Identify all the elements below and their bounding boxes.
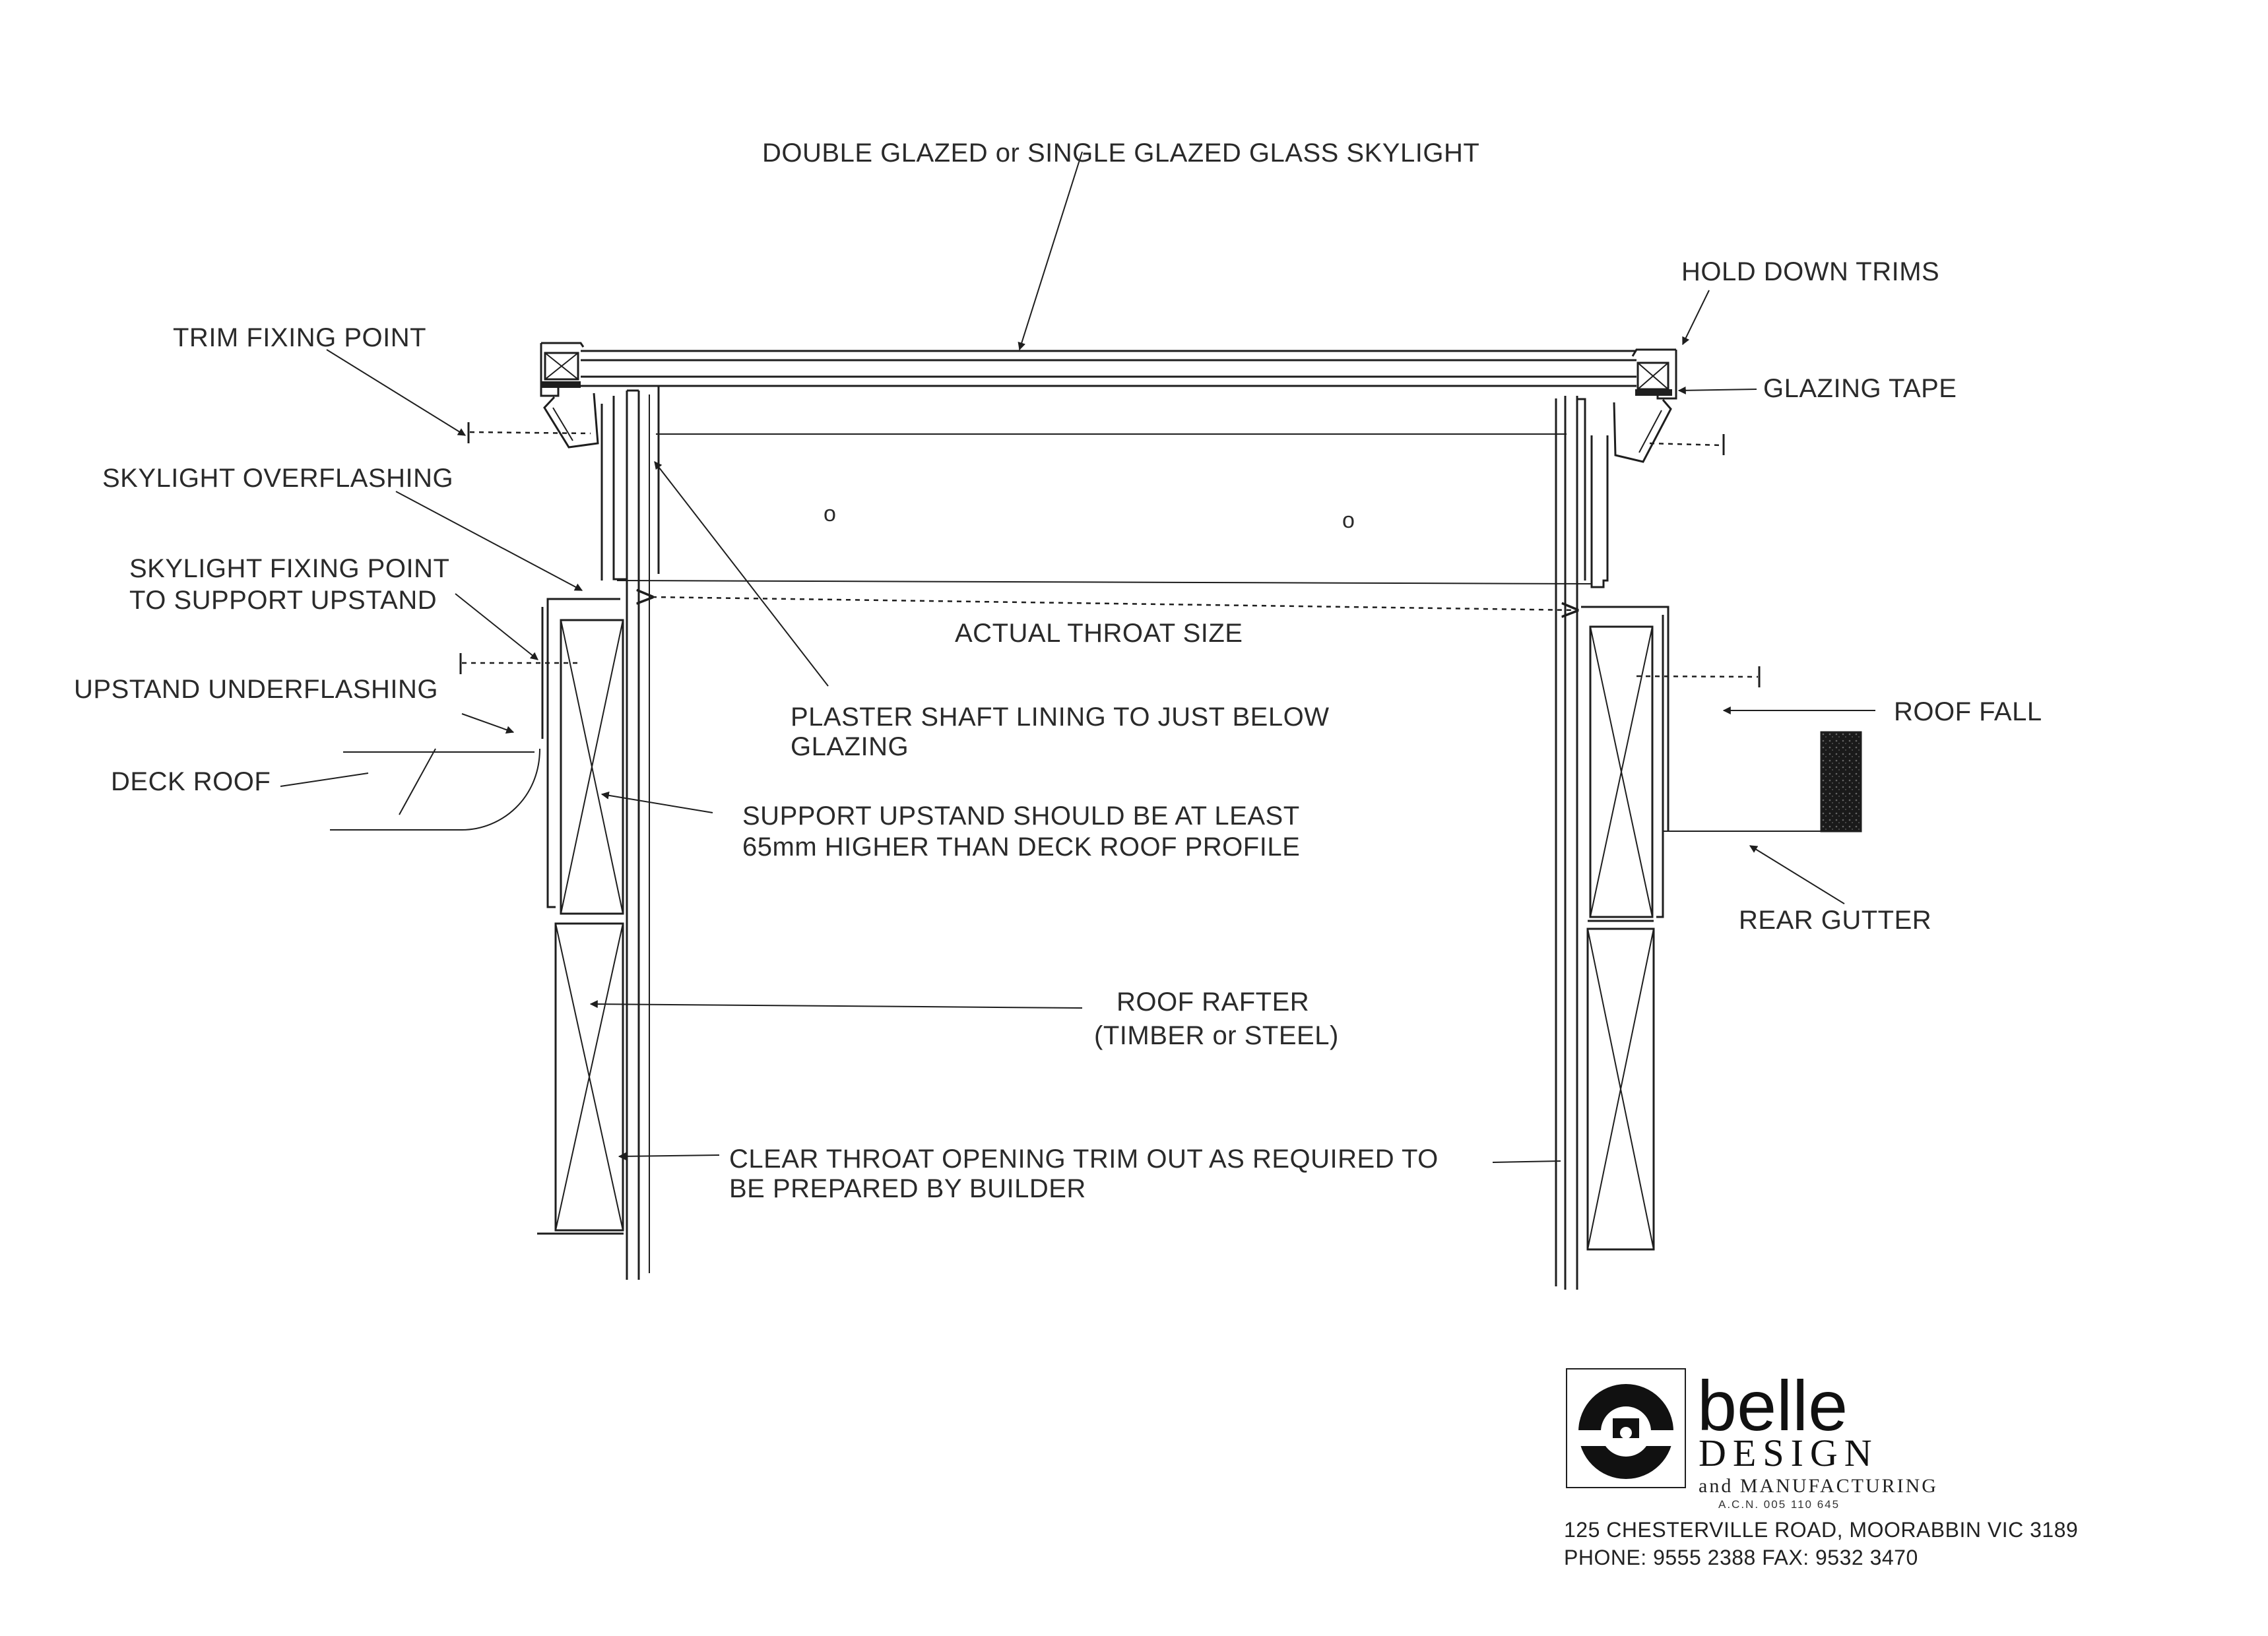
label-rear-gutter: REAR GUTTER <box>1739 906 1931 935</box>
upstand-fixing-marker-right <box>1636 666 1761 687</box>
label-deck-roof: DECK ROOF <box>111 767 271 796</box>
label-roof-fall: ROOF FALL <box>1894 697 2042 726</box>
logo-emblem <box>1576 1384 1676 1479</box>
logo-belle: belle <box>1697 1366 1848 1445</box>
right-upstand <box>1555 396 1821 1290</box>
label-support-upstand-2: 65mm HIGHER THAN DECK ROOF PROFILE <box>742 833 1300 862</box>
label-hold-down-trims: HOLD DOWN TRIMS <box>1681 257 1939 286</box>
label-clear-throat-1: CLEAR THROAT OPENING TRIM OUT AS REQUIRE… <box>729 1145 1439 1174</box>
label-trim-fixing-point: TRIM FIXING POINT <box>173 323 426 352</box>
hold-down-trim-left <box>540 342 599 449</box>
glazing-tape-left <box>541 352 581 388</box>
left-upstand <box>537 385 660 1280</box>
glazing-tape-right <box>1635 362 1672 396</box>
logo-acn: A.C.N. 005 110 645 <box>1718 1498 1840 1511</box>
label-support-upstand-1: SUPPORT UPSTAND SHOULD BE AT LEAST <box>742 802 1300 831</box>
upstand-fixing-marker-left <box>459 653 581 674</box>
label-actual-throat-size: ACTUAL THROAT SIZE <box>955 619 1243 648</box>
glass-panel <box>581 350 1636 387</box>
actual-throat-dim <box>652 597 1577 610</box>
logo-manufacturing: and MANUFACTURING <box>1699 1475 1938 1497</box>
label-skylight: DOUBLE GLAZED or SINGLE GLAZED GLASS SKY… <box>762 139 1479 168</box>
screw-dot: o <box>824 501 836 526</box>
label-skylight-fixing-point-1: SKYLIGHT FIXING POINT <box>129 554 449 583</box>
label-skylight-overflashing: SKYLIGHT OVERFLASHING <box>102 464 453 493</box>
screw-dot: o <box>1342 508 1355 533</box>
logo-design: DESIGN <box>1699 1432 1879 1474</box>
label-plaster-shaft-2: GLAZING <box>791 732 909 761</box>
label-plaster-shaft-1: PLASTER SHAFT LINING TO JUST BELOW <box>791 703 1329 732</box>
rear-gutter-block <box>1820 731 1862 833</box>
label-skylight-fixing-point-2: TO SUPPORT UPSTAND <box>129 586 437 615</box>
hold-down-trim-right <box>1613 348 1677 463</box>
label-clear-throat-2: BE PREPARED BY BUILDER <box>729 1174 1086 1203</box>
label-upstand-underflashing: UPSTAND UNDERFLASHING <box>74 675 438 704</box>
company-phone-fax: PHONE: 9555 2388 FAX: 9532 3470 <box>1564 1546 1918 1569</box>
throat-mid-line <box>616 580 1592 584</box>
label-glazing-tape: GLAZING TAPE <box>1763 374 1957 403</box>
leader-lines <box>280 151 1875 1163</box>
trim-fixing-marker-right <box>1649 434 1725 455</box>
trim-fixing-marker-left <box>467 422 591 443</box>
company-logo: belle DESIGN and MANUFACTURING A.C.N. 00… <box>1566 1366 1938 1511</box>
deck-roof-left <box>330 748 540 831</box>
company-address: 125 CHESTERVILLE ROAD, MOORABBIN VIC 318… <box>1564 1518 2078 1542</box>
label-roof-rafter-1: ROOF RAFTER <box>1117 988 1309 1017</box>
label-roof-rafter-2: (TIMBER or STEEL) <box>1094 1021 1339 1050</box>
